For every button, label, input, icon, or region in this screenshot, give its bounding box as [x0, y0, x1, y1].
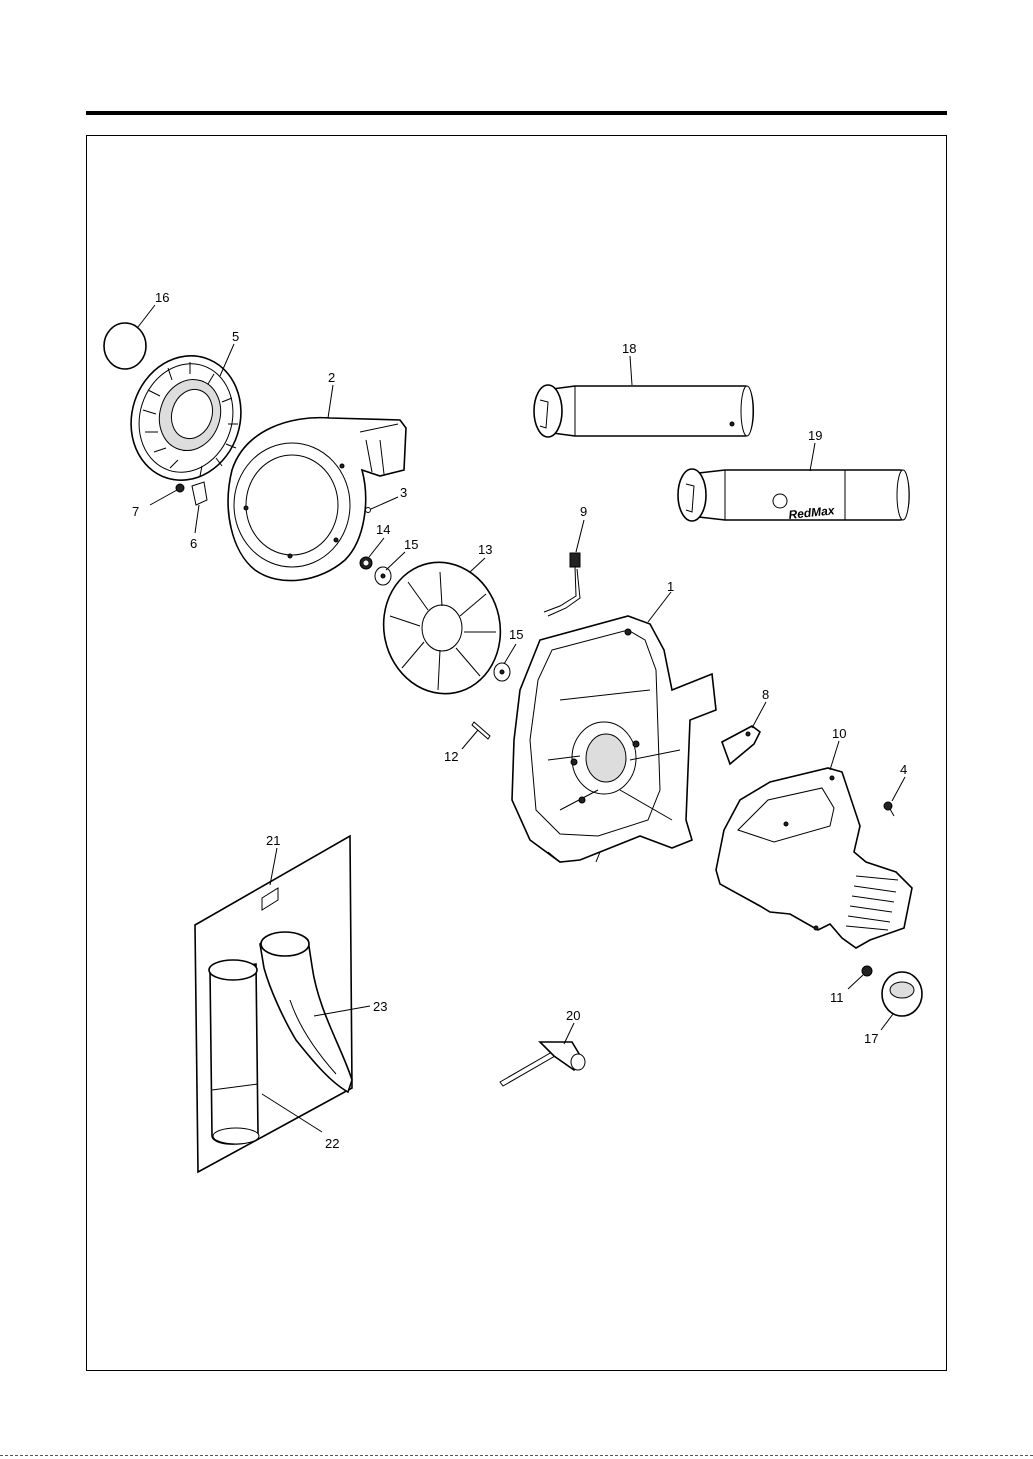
callout-22: 22 [325, 1136, 339, 1151]
callout-13: 13 [478, 542, 492, 557]
callout-10: 10 [832, 726, 846, 741]
callout-2: 2 [328, 370, 335, 385]
part-2-fan-housing [228, 418, 406, 581]
part-19-branded-pipe: RedMax [678, 469, 909, 522]
callout-1: 1 [667, 579, 674, 594]
part-7-screw [176, 484, 184, 492]
part-15-washer-lower [494, 663, 510, 681]
part-13-fan-impeller [372, 551, 513, 704]
part-10-handle-cover [716, 768, 912, 948]
part-11-nut [862, 966, 872, 976]
part-22-straight-nozzle [209, 960, 259, 1144]
part-4-screw [884, 802, 894, 816]
callout-16: 16 [155, 290, 169, 305]
part-1-engine-case [512, 616, 716, 862]
part-15-washer-upper [375, 567, 391, 585]
callout-12: 12 [444, 749, 458, 764]
part-12-bolt [472, 722, 490, 739]
part-6-bracket [192, 482, 207, 505]
callout-15-upper: 15 [404, 537, 418, 552]
callout-19: 19 [808, 428, 822, 443]
callout-7: 7 [132, 504, 139, 519]
part-8-throttle-trigger [722, 726, 760, 764]
part-9-stop-switch [544, 553, 580, 616]
part-18-blower-pipe [534, 385, 753, 437]
callout-3: 3 [400, 485, 407, 500]
part-20-plug-wrench [500, 1042, 585, 1086]
part-3-screw [366, 508, 371, 513]
part-14-nut [360, 557, 372, 569]
part-16-round-label [104, 323, 146, 369]
callout-15-lower: 15 [509, 627, 523, 642]
callout-11: 11 [830, 990, 844, 1005]
part-17-warning-label [882, 972, 922, 1016]
callout-14: 14 [376, 522, 390, 537]
callout-8: 8 [762, 687, 769, 702]
callout-20: 20 [566, 1008, 580, 1023]
callout-23: 23 [373, 999, 387, 1014]
callout-4: 4 [900, 762, 907, 777]
callout-6: 6 [190, 536, 197, 551]
callout-18: 18 [622, 341, 636, 356]
callout-21: 21 [266, 833, 280, 848]
callout-17: 17 [864, 1031, 878, 1046]
callout-9: 9 [580, 504, 587, 519]
callout-5: 5 [232, 329, 239, 344]
